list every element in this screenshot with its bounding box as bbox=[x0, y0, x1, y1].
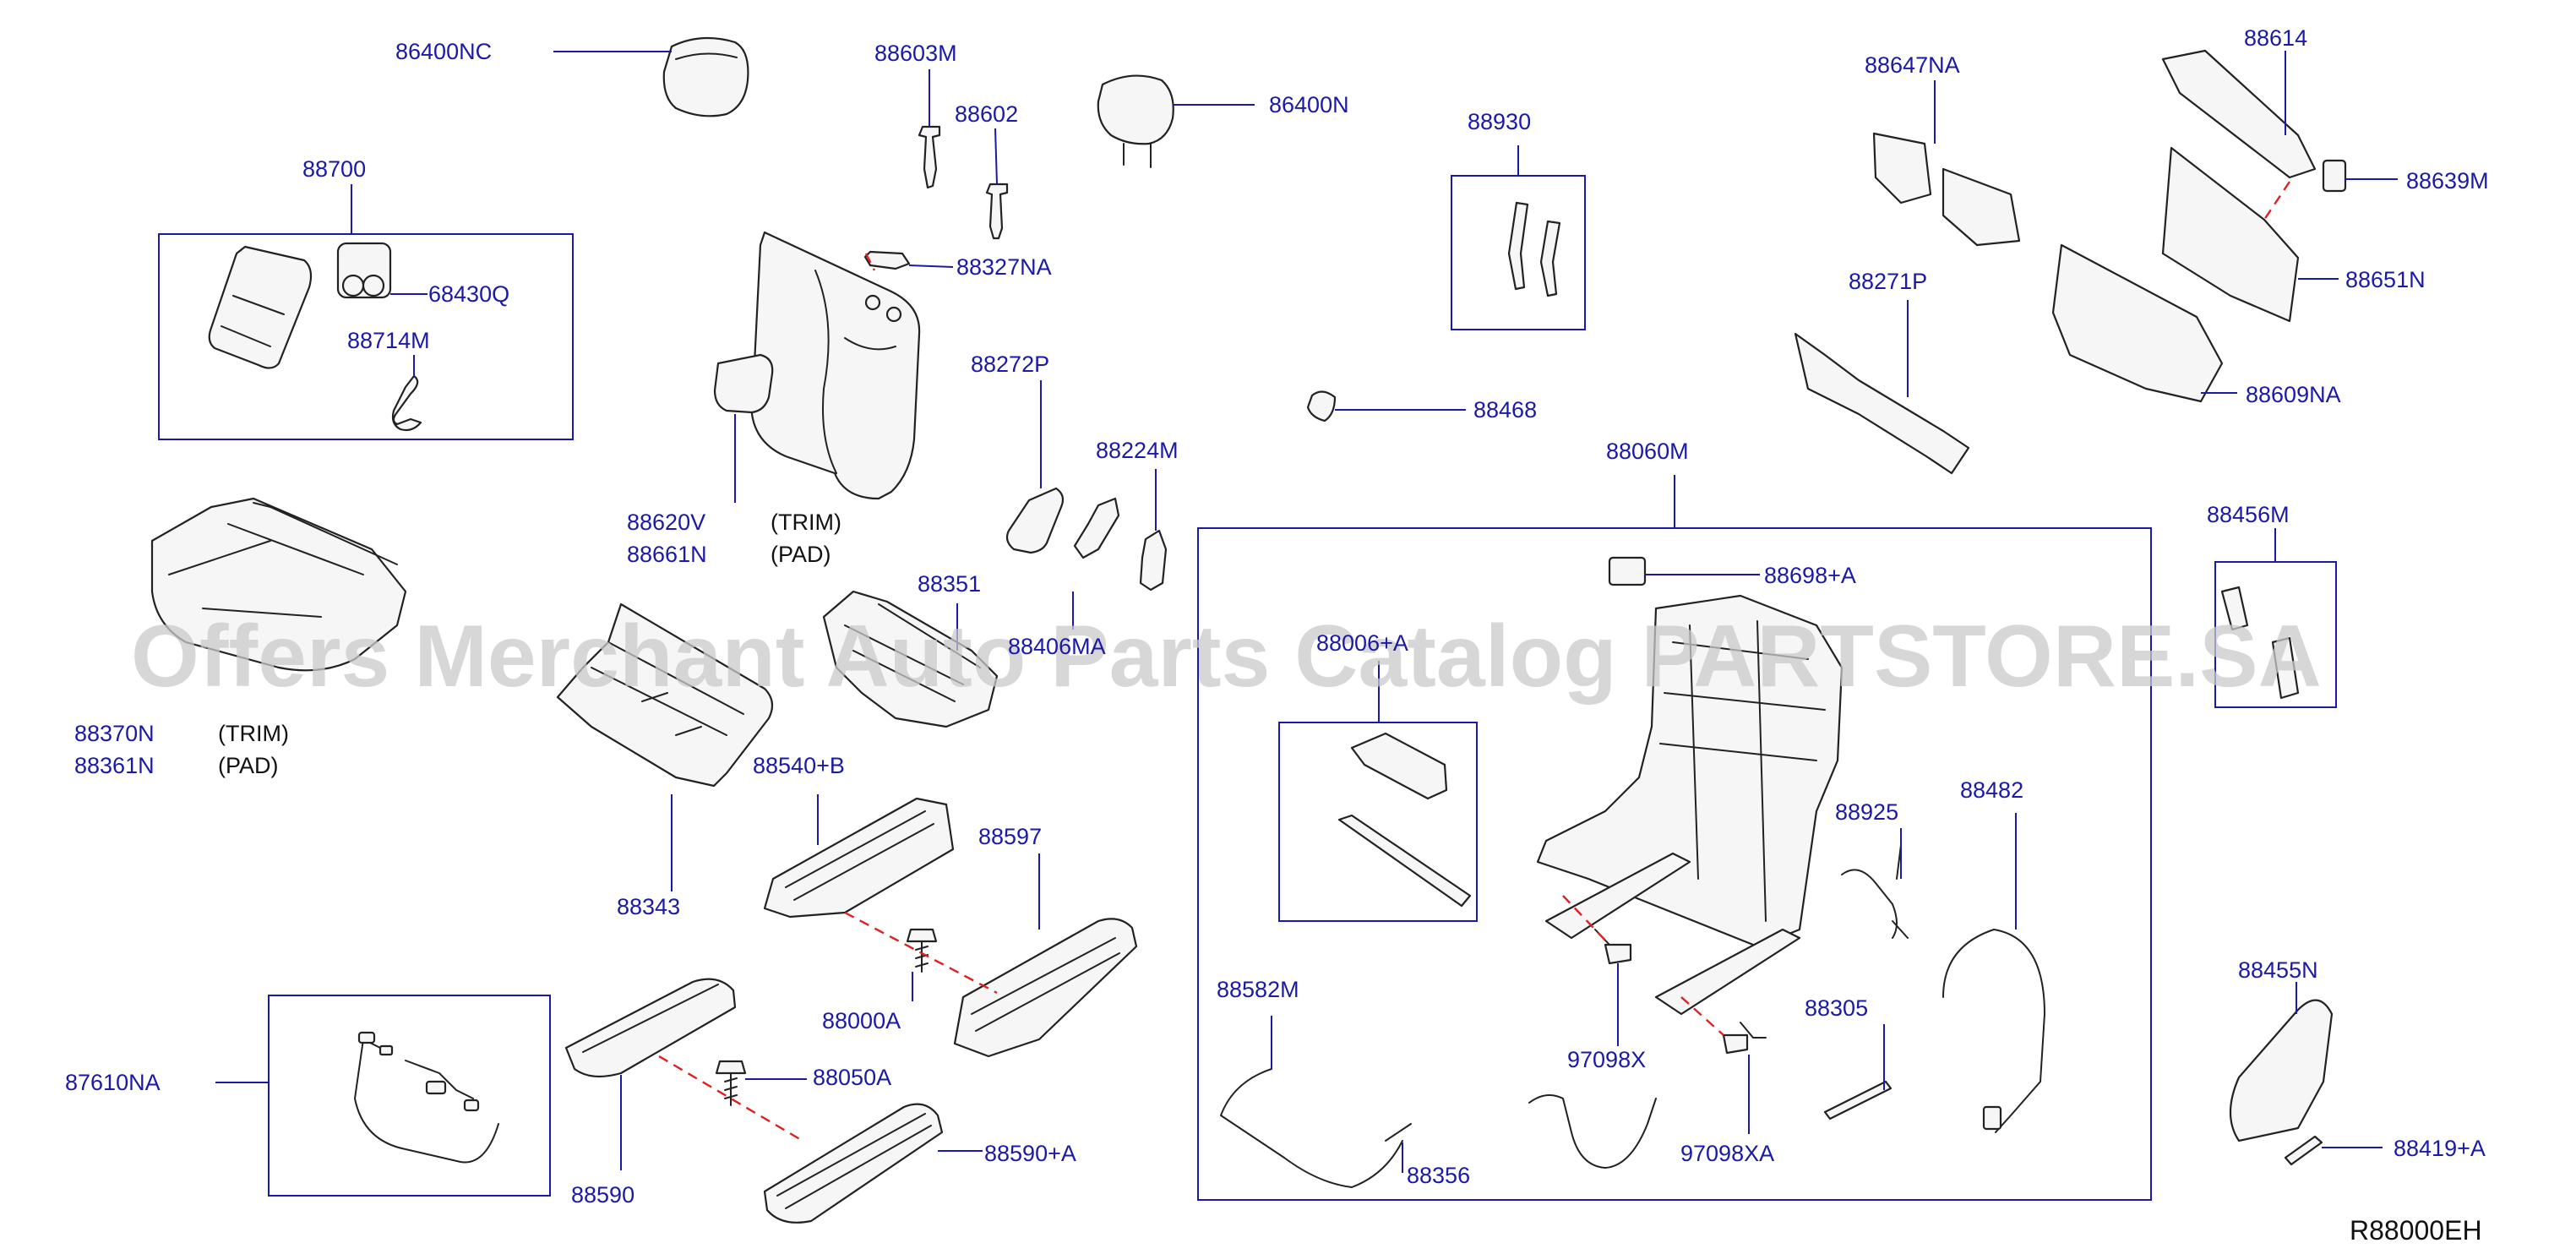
label-88639m[interactable]: 88639M bbox=[2406, 168, 2489, 194]
cover-88647na-drawing bbox=[1872, 132, 2021, 247]
headrest-86400n-drawing bbox=[1097, 74, 1174, 168]
label-trim-seatback: (TRIM) bbox=[771, 510, 841, 535]
label-88419a[interactable]: 88419+A bbox=[2394, 1136, 2486, 1161]
label-88271p[interactable]: 88271P bbox=[1849, 269, 1927, 294]
label-88000a[interactable]: 88000A bbox=[822, 1008, 901, 1033]
board-88651n-drawing bbox=[2161, 146, 2300, 323]
label-88050a[interactable]: 88050A bbox=[813, 1065, 891, 1090]
label-88661n[interactable]: 88661N bbox=[627, 542, 707, 567]
group-box-87610na bbox=[268, 995, 551, 1197]
trim-88455n-drawing bbox=[2229, 999, 2334, 1142]
headrest-86400nc-drawing bbox=[662, 36, 749, 117]
harness-87610na-drawing bbox=[354, 1031, 499, 1164]
label-87610na[interactable]: 87610NA bbox=[65, 1070, 161, 1095]
label-88698a[interactable]: 88698+A bbox=[1764, 563, 1856, 588]
label-88351[interactable]: 88351 bbox=[918, 571, 981, 597]
rails-88930-drawing bbox=[1507, 201, 1561, 297]
finisher-88540b-drawing bbox=[763, 797, 955, 919]
label-88582m[interactable]: 88582M bbox=[1217, 977, 1299, 1002]
label-88590a[interactable]: 88590+A bbox=[984, 1141, 1076, 1166]
locating-dashes bbox=[658, 181, 2290, 1142]
label-88597[interactable]: 88597 bbox=[978, 824, 1042, 849]
seat-cushion-88370n-drawing bbox=[150, 497, 407, 672]
watermark-text: Offers Merchant Auto Parts Catalog PARTS… bbox=[131, 608, 2322, 706]
brackets-97098-drawing bbox=[1604, 943, 1749, 1055]
label-88370n[interactable]: 88370N bbox=[74, 721, 155, 746]
finisher-88590a-drawing bbox=[763, 1103, 944, 1224]
label-88602[interactable]: 88602 bbox=[955, 101, 1018, 127]
label-97098xa[interactable]: 97098XA bbox=[1680, 1141, 1774, 1166]
label-88356[interactable]: 88356 bbox=[1407, 1163, 1470, 1188]
label-88609na[interactable]: 88609NA bbox=[2246, 382, 2341, 407]
clip-88419a-drawing bbox=[2284, 1135, 2323, 1166]
label-pad-seatback: (PAD) bbox=[771, 542, 831, 567]
label-88620v[interactable]: 88620V bbox=[627, 510, 705, 535]
label-88930[interactable]: 88930 bbox=[1468, 109, 1531, 134]
part-labels: 86400NC 88700 68430Q 88714M 88603M 88602… bbox=[65, 25, 2489, 1208]
brackets-88006a-drawing bbox=[1337, 732, 1472, 908]
rod-88305-drawing bbox=[1823, 1080, 1893, 1120]
label-88361n[interactable]: 88361N bbox=[74, 753, 155, 778]
finisher-88597-drawing bbox=[953, 918, 1138, 1058]
label-88468[interactable]: 88468 bbox=[1473, 397, 1537, 423]
label-88590[interactable]: 88590 bbox=[571, 1182, 634, 1208]
side-trims-drawing bbox=[1005, 487, 1168, 592]
frame-88060m-drawing bbox=[1536, 556, 1844, 1039]
clip-88327na-drawing bbox=[863, 250, 911, 270]
bracket-88271p-drawing bbox=[1794, 332, 1970, 475]
label-88614[interactable]: 88614 bbox=[2244, 25, 2307, 51]
label-86400nc[interactable]: 86400NC bbox=[395, 39, 492, 64]
seat-frame-88343-drawing bbox=[556, 602, 774, 788]
bolt-88000a-drawing bbox=[906, 928, 938, 973]
label-88327na[interactable]: 88327NA bbox=[956, 254, 1052, 280]
label-88343[interactable]: 88343 bbox=[617, 894, 680, 919]
label-97098x[interactable]: 97098X bbox=[1567, 1047, 1646, 1072]
headrest-guides-drawing bbox=[918, 125, 1009, 240]
label-88603m[interactable]: 88603M bbox=[874, 41, 957, 66]
group-box-88700 bbox=[158, 233, 574, 440]
hinge-88456m-drawing bbox=[2220, 586, 2300, 700]
label-88006a[interactable]: 88006+A bbox=[1316, 630, 1408, 656]
bolt-88050a-drawing bbox=[715, 1060, 747, 1106]
label-88647na[interactable]: 88647NA bbox=[1865, 52, 1960, 78]
label-68430q[interactable]: 68430Q bbox=[428, 281, 509, 307]
board-88614-drawing bbox=[2161, 49, 2317, 179]
board-88609na-drawing bbox=[2051, 243, 2224, 403]
label-86400n[interactable]: 86400N bbox=[1269, 92, 1349, 117]
label-88060m[interactable]: 88060M bbox=[1606, 439, 1689, 464]
seat-back-88620v-drawing bbox=[713, 231, 921, 500]
label-88406ma[interactable]: 88406MA bbox=[1008, 634, 1106, 659]
finisher-88590-drawing bbox=[564, 978, 737, 1078]
label-88455n[interactable]: 88455N bbox=[2238, 957, 2318, 983]
label-88456m[interactable]: 88456M bbox=[2207, 502, 2290, 527]
harnesses-drawing bbox=[1220, 844, 2045, 1188]
label-88925[interactable]: 88925 bbox=[1835, 799, 1898, 825]
leader-lines bbox=[215, 51, 2398, 1173]
switch-88639m-drawing bbox=[2322, 159, 2347, 193]
reference-code: R88000EH bbox=[2350, 1215, 2482, 1246]
label-88540b[interactable]: 88540+B bbox=[753, 753, 845, 778]
mechanism-88351-drawing bbox=[822, 590, 999, 728]
label-trim-cushion: (TRIM) bbox=[218, 721, 289, 746]
label-88305[interactable]: 88305 bbox=[1805, 995, 1868, 1021]
label-pad-cushion: (PAD) bbox=[218, 753, 279, 778]
label-88272p[interactable]: 88272P bbox=[971, 352, 1049, 377]
label-88714m[interactable]: 88714M bbox=[347, 328, 430, 353]
clip-88468-drawing bbox=[1306, 390, 1337, 423]
label-88651n[interactable]: 88651N bbox=[2345, 267, 2426, 292]
label-88700[interactable]: 88700 bbox=[302, 156, 366, 182]
armrest-88700-drawing bbox=[208, 242, 422, 432]
label-88224m[interactable]: 88224M bbox=[1096, 438, 1179, 463]
label-88482[interactable]: 88482 bbox=[1960, 777, 2023, 803]
